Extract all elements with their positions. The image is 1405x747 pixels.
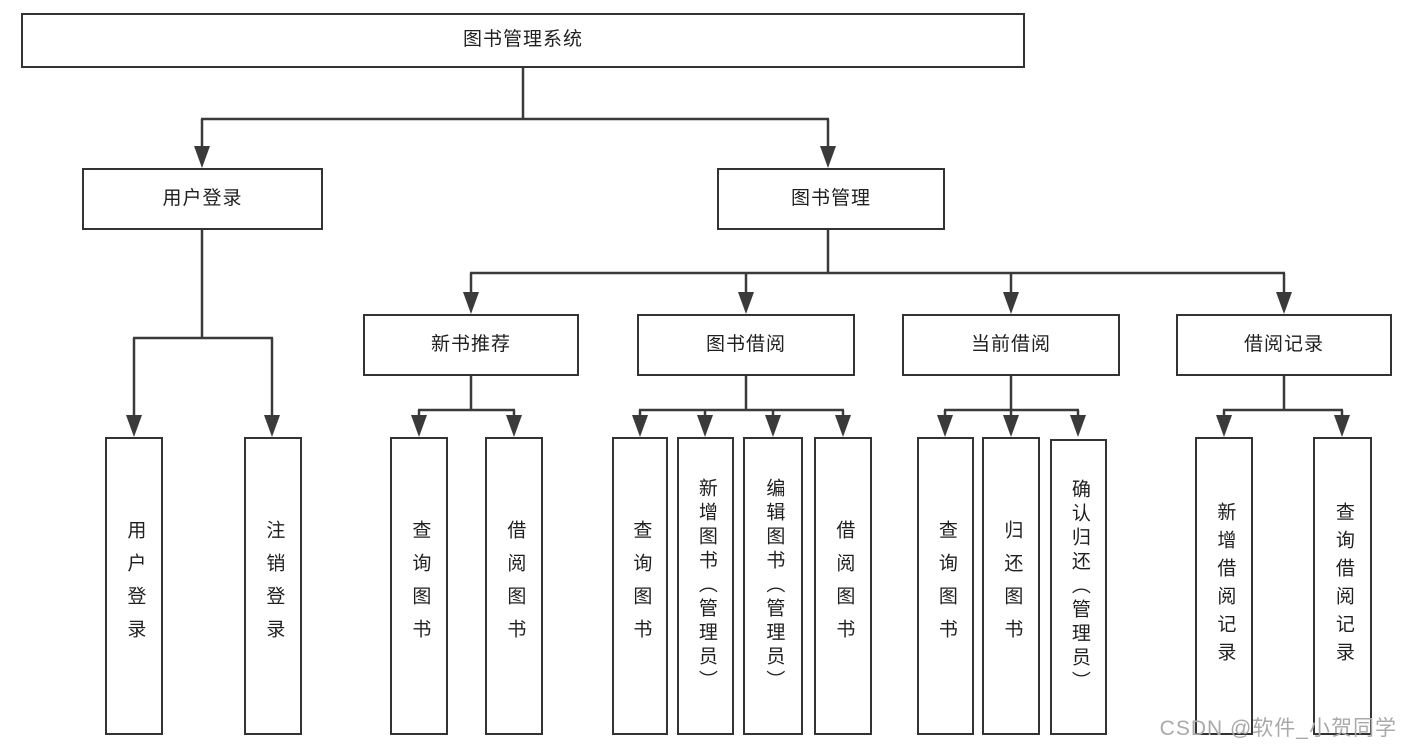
- leaf-query-books-2: 查询图书: [612, 437, 668, 735]
- node-label: 确认归还（管理员）: [1068, 479, 1090, 695]
- leaf-query-books-1: 查询图书: [390, 437, 448, 735]
- node-label: 当前借阅: [970, 333, 1051, 355]
- node-new-book-recommend: 新书推荐: [363, 314, 579, 376]
- node-label: 注销登录: [263, 520, 285, 652]
- node-root: 图书管理系统: [21, 13, 1025, 68]
- leaf-query-borrow-record: 查询借阅记录: [1313, 437, 1372, 735]
- leaf-edit-books-admin: 编辑图书（管理员）: [743, 437, 803, 735]
- node-label: 图书管理系统: [462, 29, 583, 51]
- node-book-management: 图书管理: [717, 168, 945, 230]
- leaf-add-books-admin: 新增图书（管理员）: [677, 437, 734, 735]
- node-book-borrowing: 图书借阅: [637, 314, 855, 376]
- leaf-confirm-return-admin: 确认归还（管理员）: [1050, 439, 1107, 735]
- node-label: 借阅记录: [1243, 333, 1324, 355]
- node-label: 借阅图书: [833, 520, 855, 652]
- node-label: 用户登录: [162, 187, 243, 209]
- node-label: 用户登录: [124, 520, 146, 652]
- node-label: 编辑图书（管理员）: [763, 478, 785, 694]
- node-label: 图书借阅: [705, 333, 786, 355]
- leaf-query-books-3: 查询图书: [917, 437, 974, 735]
- node-label: 归还图书: [1001, 520, 1023, 652]
- leaf-borrow-books-2: 借阅图书: [814, 437, 872, 735]
- connector-arrowheads: [126, 146, 1350, 437]
- node-label: 查询借阅记录: [1332, 502, 1354, 670]
- leaf-return-books: 归还图书: [982, 437, 1040, 735]
- node-label: 新增图书（管理员）: [695, 478, 717, 694]
- node-borrowing-records: 借阅记录: [1176, 314, 1392, 376]
- node-label: 查询图书: [935, 520, 957, 652]
- leaf-add-borrow-record: 新增借阅记录: [1195, 437, 1253, 735]
- node-label: 新增借阅记录: [1214, 502, 1236, 670]
- node-label: 查询图书: [630, 520, 652, 652]
- watermark-text: CSDN @软件_小贺同学: [1159, 717, 1397, 740]
- leaf-borrow-books-1: 借阅图书: [485, 437, 543, 735]
- node-user-login: 用户登录: [82, 168, 323, 230]
- connector-lines: [132, 68, 1344, 417]
- node-current-borrowing: 当前借阅: [902, 314, 1120, 376]
- node-label: 图书管理: [790, 187, 871, 209]
- node-label: 新书推荐: [430, 333, 511, 355]
- node-label: 查询图书: [409, 520, 431, 652]
- leaf-user-login: 用户登录: [105, 437, 163, 735]
- node-label: 借阅图书: [504, 520, 526, 652]
- leaf-logout: 注销登录: [244, 437, 302, 735]
